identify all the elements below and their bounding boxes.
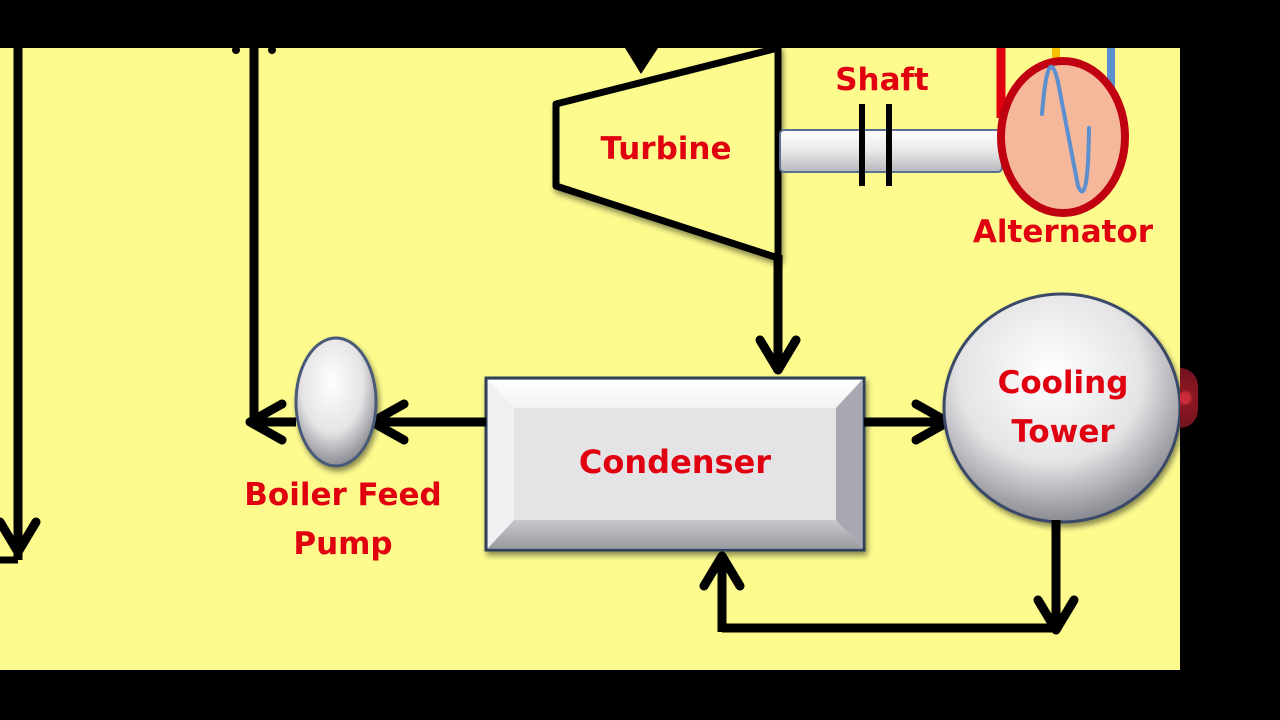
alternator-body [997, 57, 1129, 217]
boiler-feed-pump-body [294, 336, 378, 468]
left-pipe-arrowhead [0, 517, 41, 557]
shaft-label: Shaft [835, 62, 929, 98]
cooling-tower-label-line1: Cooling [997, 365, 1129, 401]
sine-wave-icon [1040, 64, 1091, 194]
turbine-label: Turbine [600, 131, 732, 167]
condenser-inlet-arrowhead [755, 335, 801, 375]
boiler-feed-pump-label-line1: Boiler Feed [244, 477, 442, 513]
laser-pointer-dot [1180, 368, 1198, 428]
feedwater-arrowhead [245, 399, 287, 445]
condenser-label: Condenser [578, 443, 772, 481]
turbine-inlet-arrow-icon [625, 48, 658, 74]
alternator-label: Alternator [972, 214, 1154, 250]
boiler-feed-pump-label-line2: Pump [293, 526, 393, 562]
pipe-joint [232, 48, 240, 54]
diagram-canvas: Turbine Shaft Alternator Condenser Boile… [0, 48, 1180, 670]
cooling-tower-body [942, 292, 1180, 524]
pipe-joint [268, 48, 276, 54]
condenser-block [484, 376, 866, 552]
diagram-graphics [0, 48, 1180, 635]
condenser-return-arrowhead [699, 551, 745, 591]
cooling-tower-label-line2: Tower [1011, 414, 1115, 450]
